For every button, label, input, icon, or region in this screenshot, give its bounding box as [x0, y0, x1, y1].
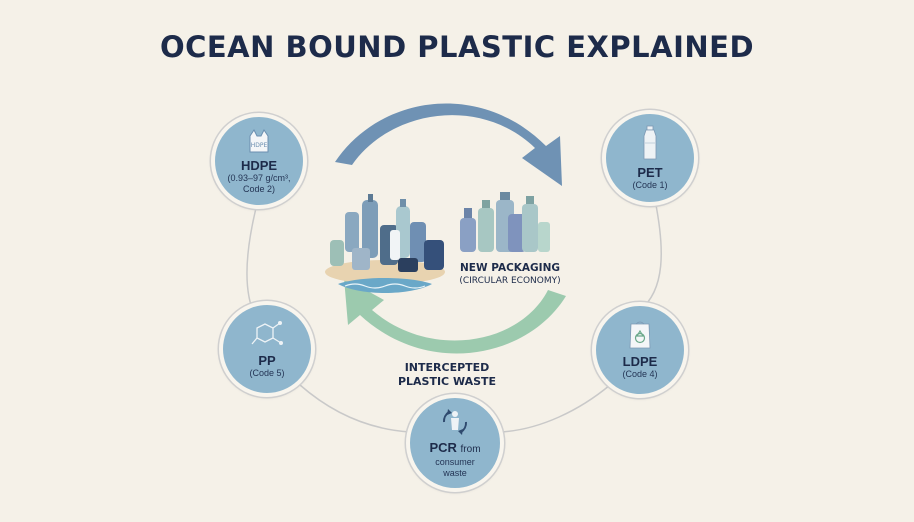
arrow-bottom [344, 278, 566, 354]
hdpe-icon-label: HDPE [251, 142, 268, 149]
node-pcr-name: PCR from [429, 440, 480, 457]
connector-bottom-right [499, 384, 611, 433]
intercepted-line2: PLASTIC WASTE [397, 375, 497, 388]
node-pp: PP (Code 5) [219, 301, 315, 397]
node-pet-name: PET [637, 165, 663, 180]
node-hdpe: HDPE HDPE (0.93–97 g/cm³, Code 2) [211, 113, 307, 209]
node-ldpe-name: LDPE [622, 354, 658, 369]
circular-economy-text: (CIRCULAR ECONOMY) [459, 276, 561, 286]
bottle-icon [643, 125, 657, 160]
connector-right [639, 199, 662, 311]
connector-bottom-left [299, 384, 411, 433]
page-title: OCEAN BOUND PLASTIC EXPLAINED [159, 30, 755, 64]
node-pcr-sub1: consumer [435, 456, 475, 467]
node-pcr-sub2: waste [443, 467, 467, 478]
person-recycle-icon [442, 408, 468, 435]
new-packaging-text: NEW PACKAGING [460, 262, 560, 274]
plastic-waste-pile [325, 194, 445, 293]
node-pet-sub1: (Code 1) [632, 180, 668, 190]
recycle-bag-icon [629, 321, 651, 349]
intercepted-line1: INTERCEPTED [404, 361, 490, 374]
node-pcr-name-suffix: from [460, 443, 481, 455]
node-hdpe-sub2: Code 2) [242, 183, 276, 194]
node-hdpe-sub1: (0.93–97 g/cm³, [227, 172, 291, 183]
node-pet: PET (Code 1) [602, 110, 698, 206]
node-pp-sub1: (Code 5) [249, 368, 285, 378]
node-pp-name: PP [258, 353, 276, 368]
new-packaging-label: NEW PACKAGING (CIRCULAR ECONOMY) [430, 262, 590, 288]
arrow-top [335, 103, 562, 186]
plastic-bag-icon: HDPE [249, 128, 269, 152]
node-pcr-name-bold: PCR [429, 439, 457, 455]
new-packaging-bottles [460, 192, 550, 252]
node-hdpe-name: HDPE [240, 157, 278, 173]
node-ldpe: LDPE (Code 4) [592, 302, 688, 398]
intercepted-waste-label: INTERCEPTED PLASTIC WASTE [372, 361, 522, 389]
molecule-icon [251, 321, 283, 345]
node-pcr: PCR from consumer waste [406, 394, 504, 492]
node-ldpe-sub1: (Code 4) [622, 369, 658, 379]
